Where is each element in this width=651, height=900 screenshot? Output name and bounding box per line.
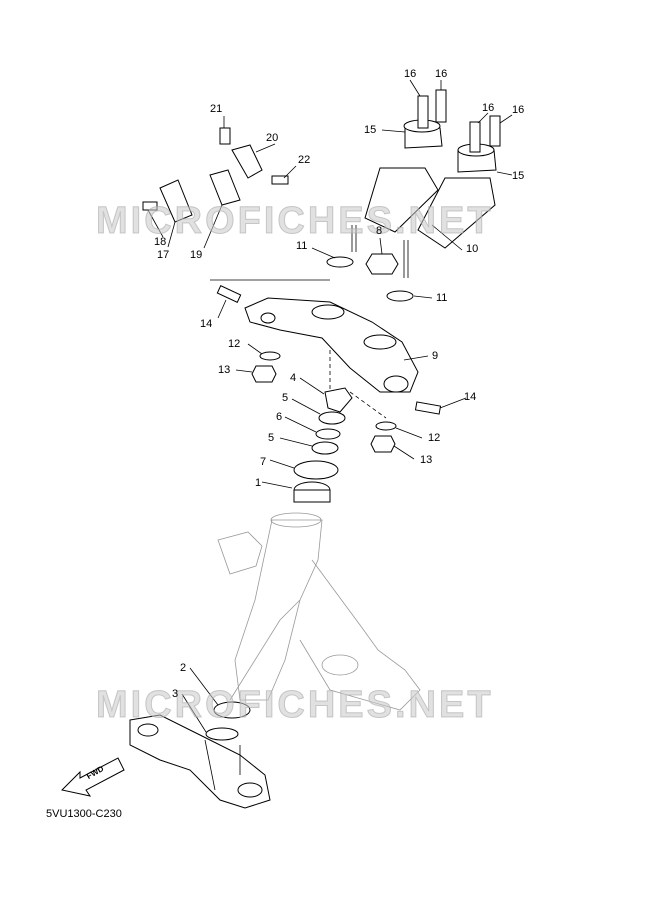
seal-3	[205, 727, 239, 741]
washer-11-left	[326, 256, 354, 268]
callout-5-b: 5	[268, 432, 275, 444]
callout-4: 4	[290, 372, 297, 384]
callout-13-b: 13	[420, 454, 433, 466]
watermark-top: MICROFICHES.NET	[96, 200, 494, 243]
lock-washer-4	[324, 387, 353, 413]
upper-bracket-9	[244, 297, 419, 393]
bearing-2	[213, 701, 251, 719]
callout-17: 17	[157, 249, 170, 261]
callout-14-b: 14	[464, 391, 477, 403]
washer-12-right	[375, 421, 397, 431]
washer-12-left	[259, 351, 281, 361]
callout-18: 18	[154, 236, 167, 248]
callout-3: 3	[172, 688, 179, 700]
lower-bracket	[129, 714, 271, 809]
callout-9: 9	[432, 350, 439, 362]
bolt-14-right	[414, 401, 442, 415]
callout-15-b: 15	[512, 170, 525, 182]
ring-nut-5-lower	[311, 441, 339, 455]
callout-1: 1	[255, 477, 262, 489]
washer-6	[315, 428, 341, 440]
callout-15-a: 15	[364, 124, 377, 136]
nut-13-right	[370, 435, 396, 453]
nut-13-left	[251, 365, 277, 383]
diagram-code: 5VU1300-C230	[46, 808, 122, 820]
callout-13-a: 13	[218, 364, 231, 376]
callout-12-a: 12	[228, 338, 241, 350]
handlebar-riser-right	[403, 115, 501, 278]
callout-7: 7	[260, 456, 267, 468]
callout-10: 10	[466, 243, 479, 255]
fwd-arrow-icon	[60, 757, 125, 797]
frame-head	[217, 512, 421, 711]
handlebar-riser-left	[351, 89, 447, 252]
callout-12-b: 12	[428, 432, 441, 444]
leader-lines	[147, 79, 513, 733]
callout-16-c: 16	[482, 102, 495, 114]
bearing-1-body	[293, 489, 331, 503]
callout-6: 6	[276, 411, 283, 423]
callout-5-a: 5	[282, 392, 289, 404]
bolt-14-left	[216, 285, 242, 303]
callout-20: 20	[266, 132, 279, 144]
callout-11-b: 11	[436, 292, 448, 304]
nut-8	[365, 253, 399, 275]
callout-16-d: 16	[512, 104, 525, 116]
cable-guide-assembly	[142, 127, 289, 223]
watermark-bottom: MICROFICHES.NET	[96, 684, 494, 727]
callout-14-a: 14	[200, 318, 213, 330]
callout-22: 22	[298, 154, 311, 166]
callout-11-a: 11	[296, 240, 308, 252]
washer-11-right	[386, 290, 414, 302]
ring-nut-5-upper	[318, 411, 346, 425]
callout-16-b: 16	[435, 68, 448, 80]
callout-16-a: 16	[404, 68, 417, 80]
callout-2: 2	[180, 662, 187, 674]
cover-7	[293, 460, 339, 480]
callout-8: 8	[376, 225, 383, 237]
callout-19: 19	[190, 249, 203, 261]
callout-21: 21	[210, 103, 223, 115]
